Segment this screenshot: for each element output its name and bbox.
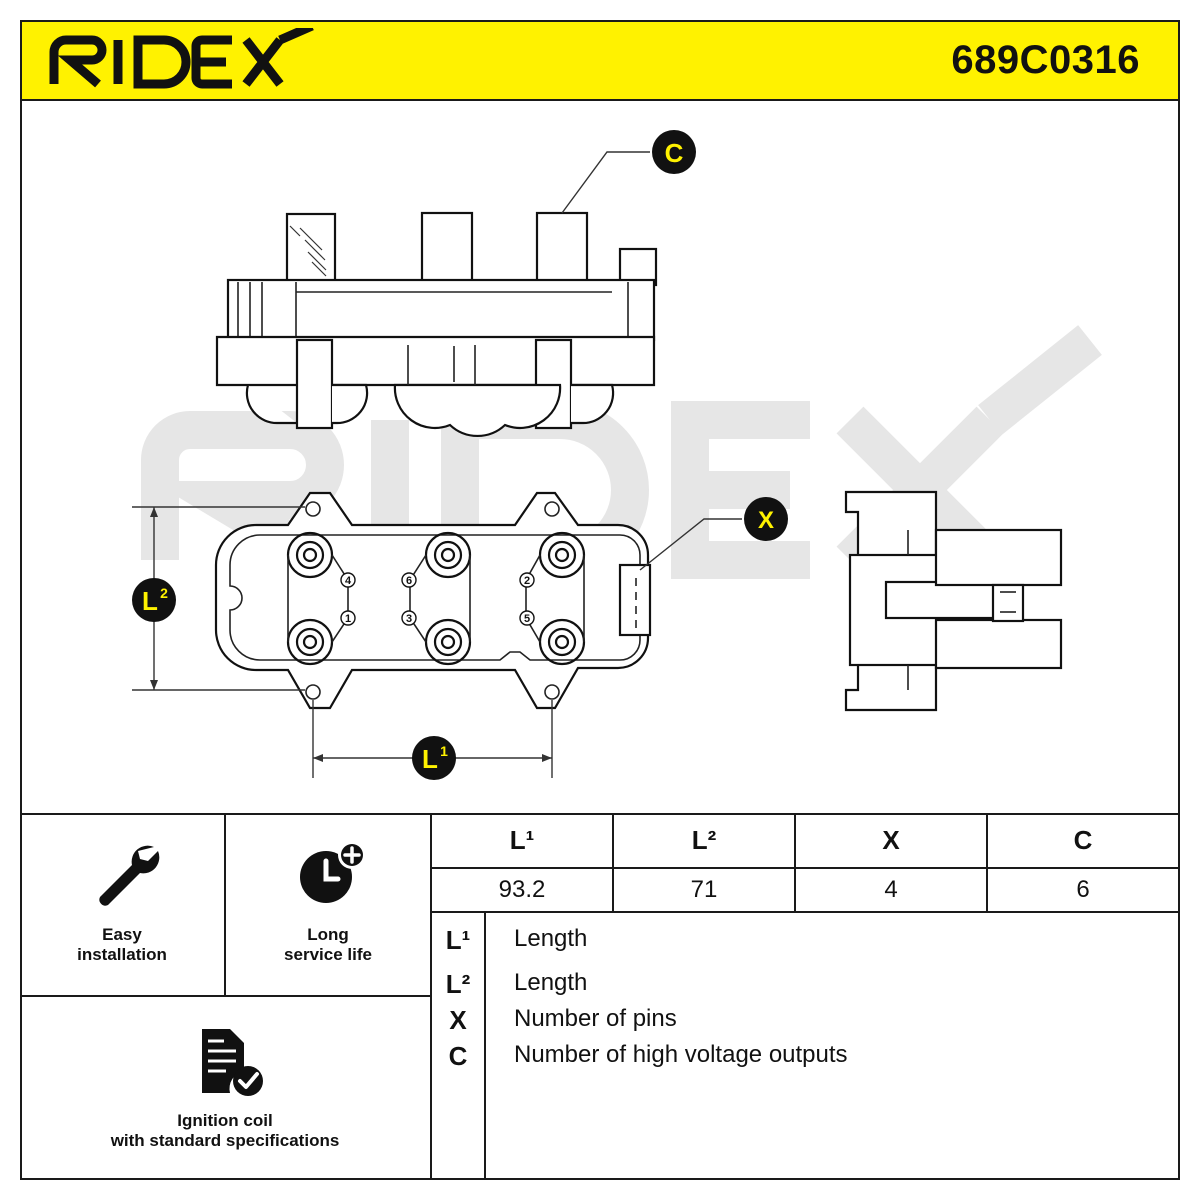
feature-easy-installation: Easy installation xyxy=(20,813,226,997)
spec-value-c: 6 xyxy=(1076,876,1090,903)
divider xyxy=(612,813,614,913)
spec-value-l2: 71 xyxy=(690,876,718,903)
clock-plus-icon xyxy=(300,841,366,903)
feature-label-line1: Easy xyxy=(102,925,142,944)
part-number: 689C0316 xyxy=(951,38,1140,82)
divider xyxy=(794,813,796,913)
divider xyxy=(484,913,486,1180)
feature-label-line1: Ignition coil xyxy=(177,1111,273,1130)
feature-label-line2: installation xyxy=(77,945,167,964)
feature-long-service-life: Long service life xyxy=(226,813,432,997)
feature-label-line2: service life xyxy=(284,945,372,964)
legend: L¹ Length L² Length X Number of pins C N… xyxy=(432,913,1180,1180)
spec-value-x: 4 xyxy=(884,876,898,903)
legend-key: C xyxy=(448,1041,468,1071)
wrench-icon xyxy=(99,845,160,906)
brand-logo xyxy=(49,28,314,89)
divider xyxy=(986,813,988,913)
legend-key: X xyxy=(449,1005,467,1035)
legend-label: Number of pins xyxy=(514,1005,677,1032)
feature-standard-specifications: Ignition coil with standard specificatio… xyxy=(20,997,432,1180)
header-bar: 689C0316 xyxy=(20,20,1180,101)
legend-key: L¹ xyxy=(445,925,471,955)
legend-label: Number of high voltage outputs xyxy=(514,1041,848,1068)
legend-label: Length xyxy=(514,925,588,952)
spec-value-l1: 93.2 xyxy=(498,876,546,903)
divider xyxy=(432,867,1180,869)
spec-header-x: X xyxy=(882,825,900,855)
spec-header-l2: L² xyxy=(691,825,717,855)
feature-label-line2: with standard specifications xyxy=(110,1131,340,1150)
legend-label: Length xyxy=(514,969,588,996)
document-check-icon xyxy=(202,1029,263,1096)
feature-label-line1: Long xyxy=(307,925,349,944)
spec-table: L¹ L² X C 93.2 71 4 6 xyxy=(432,813,1180,913)
info-panel: Easy installation Long service life Igni… xyxy=(20,813,1180,1180)
legend-key: L² xyxy=(445,969,471,999)
spec-header-c: C xyxy=(1073,825,1093,855)
divider xyxy=(20,813,1180,815)
spec-header-l1: L¹ xyxy=(509,825,535,855)
